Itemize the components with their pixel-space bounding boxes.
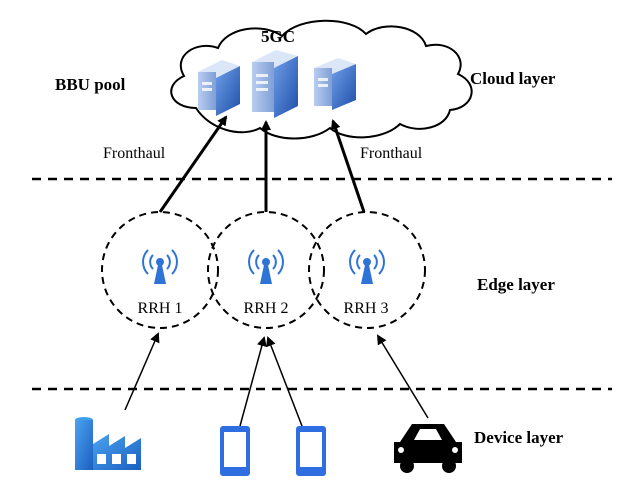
- antenna-icon: [349, 249, 385, 284]
- device-layer-label: Device layer: [474, 428, 564, 447]
- device-arrow-phone-2: [266, 336, 303, 427]
- rrh-coverage-2: [207, 211, 325, 329]
- device-arrow-car: [376, 334, 429, 419]
- rrh-label: RRH 2: [244, 300, 289, 317]
- server-icon: [198, 60, 240, 116]
- fronthaul-label-right: Fronthaul: [360, 145, 423, 162]
- device-arrow-phone-1: [239, 336, 267, 427]
- edge-layer-label: Edge layer: [477, 275, 555, 294]
- bbu-pool-label: BBU pool: [55, 75, 126, 94]
- cloud-layer-label: Cloud layer: [470, 69, 556, 88]
- car-icon: [394, 424, 462, 473]
- antenna-icon: [248, 249, 284, 284]
- smartphone-icon: [296, 426, 326, 476]
- factory-icon: [75, 417, 141, 470]
- smartphone-icon: [220, 426, 250, 476]
- antenna-icon: [142, 249, 178, 284]
- fronthaul-arrow-1: [158, 115, 228, 213]
- fronthaul-arrow-3: [330, 119, 366, 213]
- device-arrow-factory: [124, 332, 160, 411]
- rrh-label: RRH 1: [138, 300, 183, 317]
- rrh-label: RRH 3: [344, 300, 389, 317]
- cloud-label: 5GC: [261, 27, 295, 46]
- fronthaul-label-left: Fronthaul: [103, 145, 166, 162]
- rrh-coverage-3: [308, 211, 426, 329]
- rrh-coverage-1: [101, 211, 219, 329]
- server-icon: [314, 58, 356, 110]
- server-icon: [252, 50, 298, 118]
